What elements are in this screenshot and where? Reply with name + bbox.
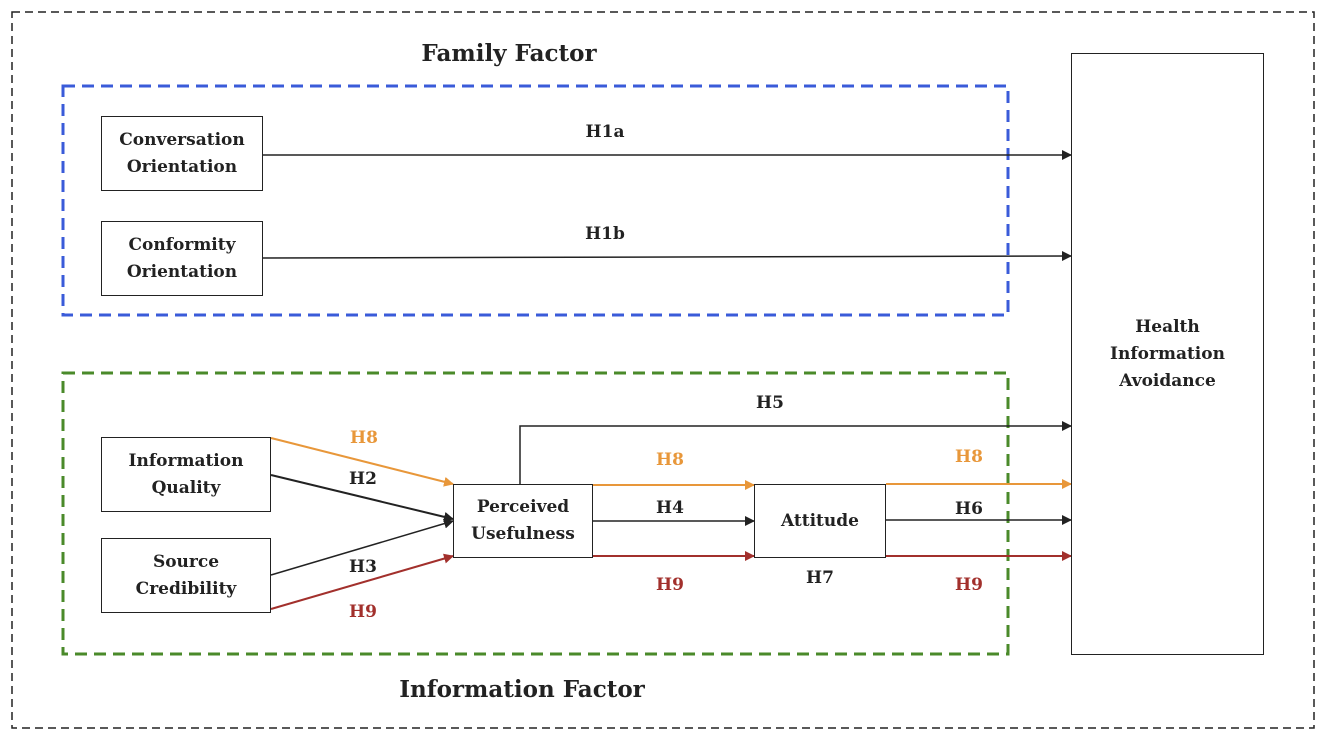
arrow-h5 xyxy=(519,421,1072,485)
information-factor-frame xyxy=(61,371,1010,656)
node-conversation-orientation: Conversation Orientation xyxy=(101,116,263,191)
label-h9-attitude: H9 xyxy=(955,575,983,595)
node-label-line: Attitude xyxy=(781,510,859,531)
family-factor-frame xyxy=(61,84,1010,317)
label-h1b: H1b xyxy=(585,224,625,244)
label-h9-usefulness: H9 xyxy=(656,575,684,595)
node-label-line: Information xyxy=(128,450,244,471)
arrow-h8-quality xyxy=(270,437,454,487)
label-h6: H6 xyxy=(955,499,983,519)
label-h4: H4 xyxy=(656,498,684,518)
label-h5: H5 xyxy=(756,393,784,413)
family-factor-title: Family Factor xyxy=(421,40,597,67)
arrow-h3 xyxy=(270,518,454,576)
node-label-line: Conversation xyxy=(119,129,245,150)
node-label-line: Health xyxy=(1135,316,1200,337)
arrow-h2 xyxy=(270,474,454,522)
node-label-line: Information xyxy=(1110,343,1225,364)
node-label-line: Orientation xyxy=(126,261,238,282)
node-label-line: Quality xyxy=(151,477,221,498)
node-label-line: Credibility xyxy=(135,578,237,599)
label-h8-quality: H8 xyxy=(350,428,378,448)
node-attitude: Attitude xyxy=(754,484,886,558)
label-h9-credibility: H9 xyxy=(349,602,377,622)
node-perceived-usefulness: Perceived Usefulness xyxy=(453,484,593,558)
node-health-information-avoidance: Health Information Avoidance xyxy=(1071,53,1264,655)
node-conformity-orientation: Conformity Orientation xyxy=(101,221,263,296)
label-h8-attitude: H8 xyxy=(955,447,983,467)
arrow-h9-credibility xyxy=(270,553,454,610)
node-label-line: Orientation xyxy=(126,156,238,177)
information-factor-title: Information Factor xyxy=(399,676,645,703)
node-label-line: Source xyxy=(152,551,220,572)
node-source-credibility: Source Credibility xyxy=(101,538,271,613)
label-h8-usefulness: H8 xyxy=(656,450,684,470)
label-h2: H2 xyxy=(349,469,377,489)
arrow-h1b xyxy=(262,251,1072,262)
label-h3: H3 xyxy=(349,557,377,577)
node-label-line: Conformity xyxy=(128,234,236,255)
node-label-line: Avoidance xyxy=(1119,370,1216,391)
node-label-line: Usefulness xyxy=(471,524,575,544)
node-label-line: Perceived xyxy=(476,497,570,517)
label-h1a: H1a xyxy=(585,122,625,142)
node-information-quality: Information Quality xyxy=(101,437,271,512)
label-h7: H7 xyxy=(806,568,834,588)
outer-frame xyxy=(11,11,1315,729)
